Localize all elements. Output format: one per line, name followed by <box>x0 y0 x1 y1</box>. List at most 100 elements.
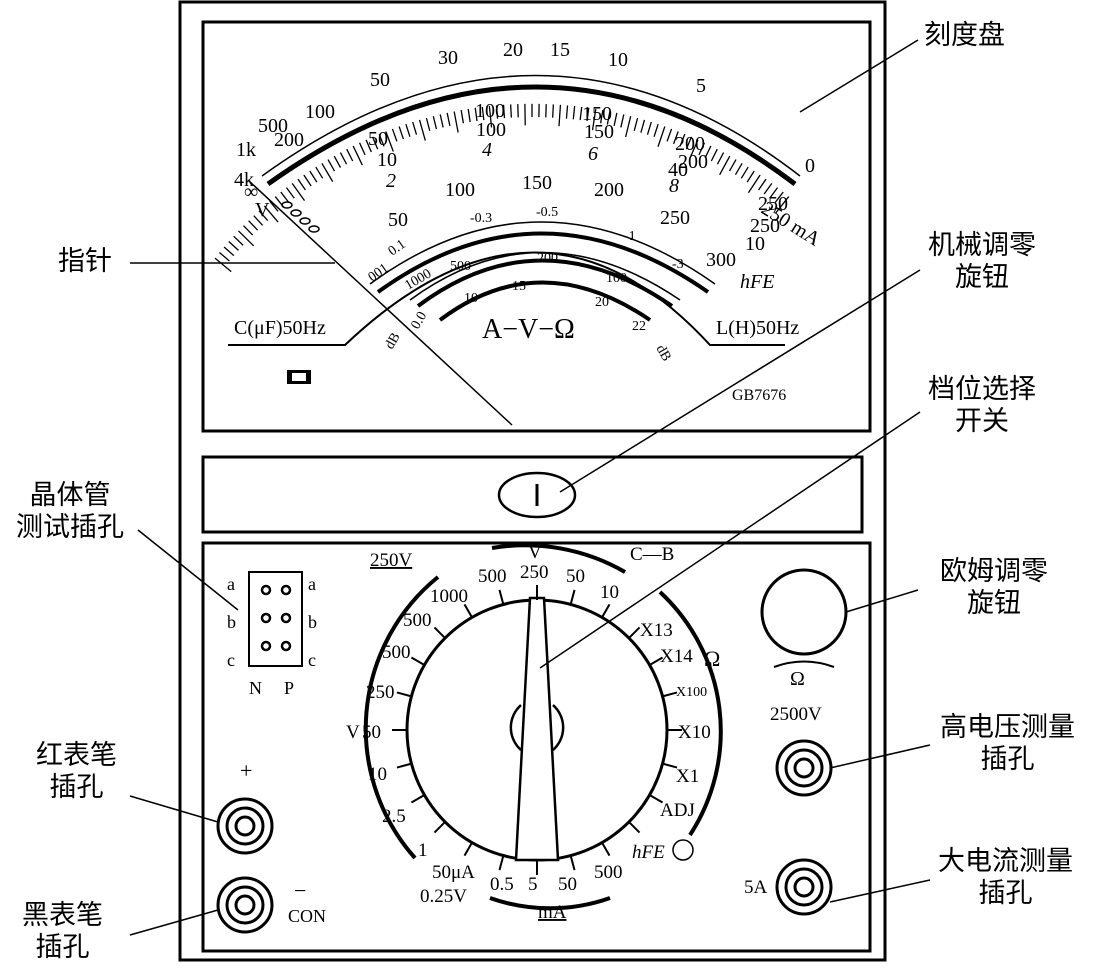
hfe-text: hFE <box>740 271 774 293</box>
scale-tick <box>626 116 631 137</box>
socket-holes[interactable] <box>262 586 290 650</box>
scale-tick <box>634 118 637 131</box>
mech-zero-strip <box>203 457 862 532</box>
ind-label: L(H)50Hz <box>716 317 799 339</box>
scale-low-label: 6 <box>588 143 598 165</box>
db-right: dB <box>653 343 674 365</box>
switch-bottom-label: 50 <box>558 874 577 895</box>
ohm-zero-knob[interactable] <box>762 570 846 654</box>
scale-tick <box>447 113 450 126</box>
callout-transistor-line2: 测试插孔 <box>16 512 124 544</box>
scale-mid-label: 100 <box>445 179 475 201</box>
switch-tick <box>411 658 424 666</box>
switch-top-label: 50 <box>566 566 585 587</box>
scale-tick <box>392 129 396 141</box>
db-label: -1 <box>624 229 636 244</box>
scale-tick <box>553 104 554 117</box>
scale-tick <box>511 104 512 117</box>
switch-top-label: 500 <box>478 566 507 587</box>
a5-label: 5A <box>744 877 768 898</box>
scale-tick <box>440 115 443 128</box>
scale-tick <box>741 167 748 178</box>
db-label: -0.3 <box>470 211 492 226</box>
scale3-label: 100 <box>476 119 506 141</box>
callout-black-probe: 黑表笔 插孔 <box>22 900 103 964</box>
scale-tick <box>399 127 403 140</box>
switch-left-label: 1 <box>418 840 428 861</box>
scale-mid-label: 300 <box>706 249 736 271</box>
red-probe-jack[interactable] <box>218 799 272 853</box>
callout-black-probe-line2: 插孔 <box>22 932 103 964</box>
high-current-jack[interactable] <box>777 860 831 914</box>
db2-label: 20 <box>595 295 609 310</box>
switch-right-label: X1 <box>676 766 699 787</box>
scale3-label: 150 <box>584 121 614 143</box>
switch-tick <box>663 692 677 696</box>
db2-label: 0.0 <box>408 309 430 332</box>
scale1-label: 200 <box>274 129 304 151</box>
scale-tick <box>334 156 340 168</box>
scale2-label: 50 <box>368 128 388 150</box>
switch-left-label: 250 <box>366 682 395 703</box>
switch-left-label: 2.5 <box>382 806 406 827</box>
scale-tick <box>347 149 353 161</box>
scale-tick <box>316 167 323 178</box>
callout-ohm-zero-line1: 欧姆调零 <box>940 556 1048 588</box>
socket-n: N <box>249 678 262 698</box>
socket-row-label: c <box>308 650 316 670</box>
callout-pointer: 指针 <box>58 246 112 278</box>
scale-tick <box>747 171 754 182</box>
switch-tick <box>499 856 503 870</box>
switch-bottom-left-2: 0.25V <box>420 886 467 907</box>
scale-tick <box>730 160 737 171</box>
switch-bottom-label: 5 <box>528 874 538 895</box>
scale-tick <box>559 105 560 126</box>
hfe-indicator <box>673 840 693 860</box>
scale-tick <box>360 143 365 155</box>
scale-tick <box>249 221 258 231</box>
cap-label: C(μF)50Hz <box>234 317 326 339</box>
switch-right-label: X100 <box>676 685 707 700</box>
scale-tick <box>234 236 244 245</box>
callout-ohm-zero-line2: 旋钮 <box>940 588 1048 620</box>
scale-tick <box>310 171 317 182</box>
scale-tick <box>426 118 429 131</box>
switch-bottom-label: 0.5 <box>490 874 514 895</box>
black-probe-jack[interactable] <box>218 878 272 932</box>
scale-tick <box>573 106 574 119</box>
callout-black-probe-line1: 黑表笔 <box>22 900 103 932</box>
switch-hfe: hFE <box>632 842 665 863</box>
callout-red-probe: 红表笔 插孔 <box>36 740 117 804</box>
socket-row-label: c <box>227 650 235 670</box>
scale3-label: 10 <box>377 149 397 171</box>
scale1-label: 5 <box>696 75 706 97</box>
cb-label: C—B <box>630 544 674 565</box>
socket-row-label: a <box>227 574 235 594</box>
switch-right-label: X14 <box>660 646 693 667</box>
db2-label: 15 <box>512 279 526 294</box>
scale-tick <box>420 120 426 141</box>
switch-right-label: X10 <box>678 722 711 743</box>
callout-transistor: 晶体管 测试插孔 <box>16 480 124 544</box>
callout-hv-jack: 高电压测量 插孔 <box>940 712 1075 776</box>
scale-tick <box>244 226 253 235</box>
switch-tick <box>629 627 640 638</box>
scale1-label: 30 <box>438 47 458 69</box>
scale-tick <box>219 252 229 261</box>
scale-tick <box>468 109 470 122</box>
scale-tick <box>654 124 658 137</box>
hfe-scale-label: 500 <box>450 259 471 274</box>
scale-tick <box>229 242 239 251</box>
scale-tick <box>759 179 766 190</box>
scale-tick <box>621 115 624 128</box>
hfe-scale-label: 200 <box>537 251 558 266</box>
dc-v-label: 250V <box>370 550 413 571</box>
hfe-scale-label: 100 <box>606 271 627 286</box>
range-switch-pointer[interactable] <box>516 598 558 860</box>
hv-jack[interactable] <box>777 741 831 795</box>
scale-tick <box>281 192 289 202</box>
db2-label: 10 <box>464 291 478 306</box>
switch-tick <box>571 856 575 870</box>
